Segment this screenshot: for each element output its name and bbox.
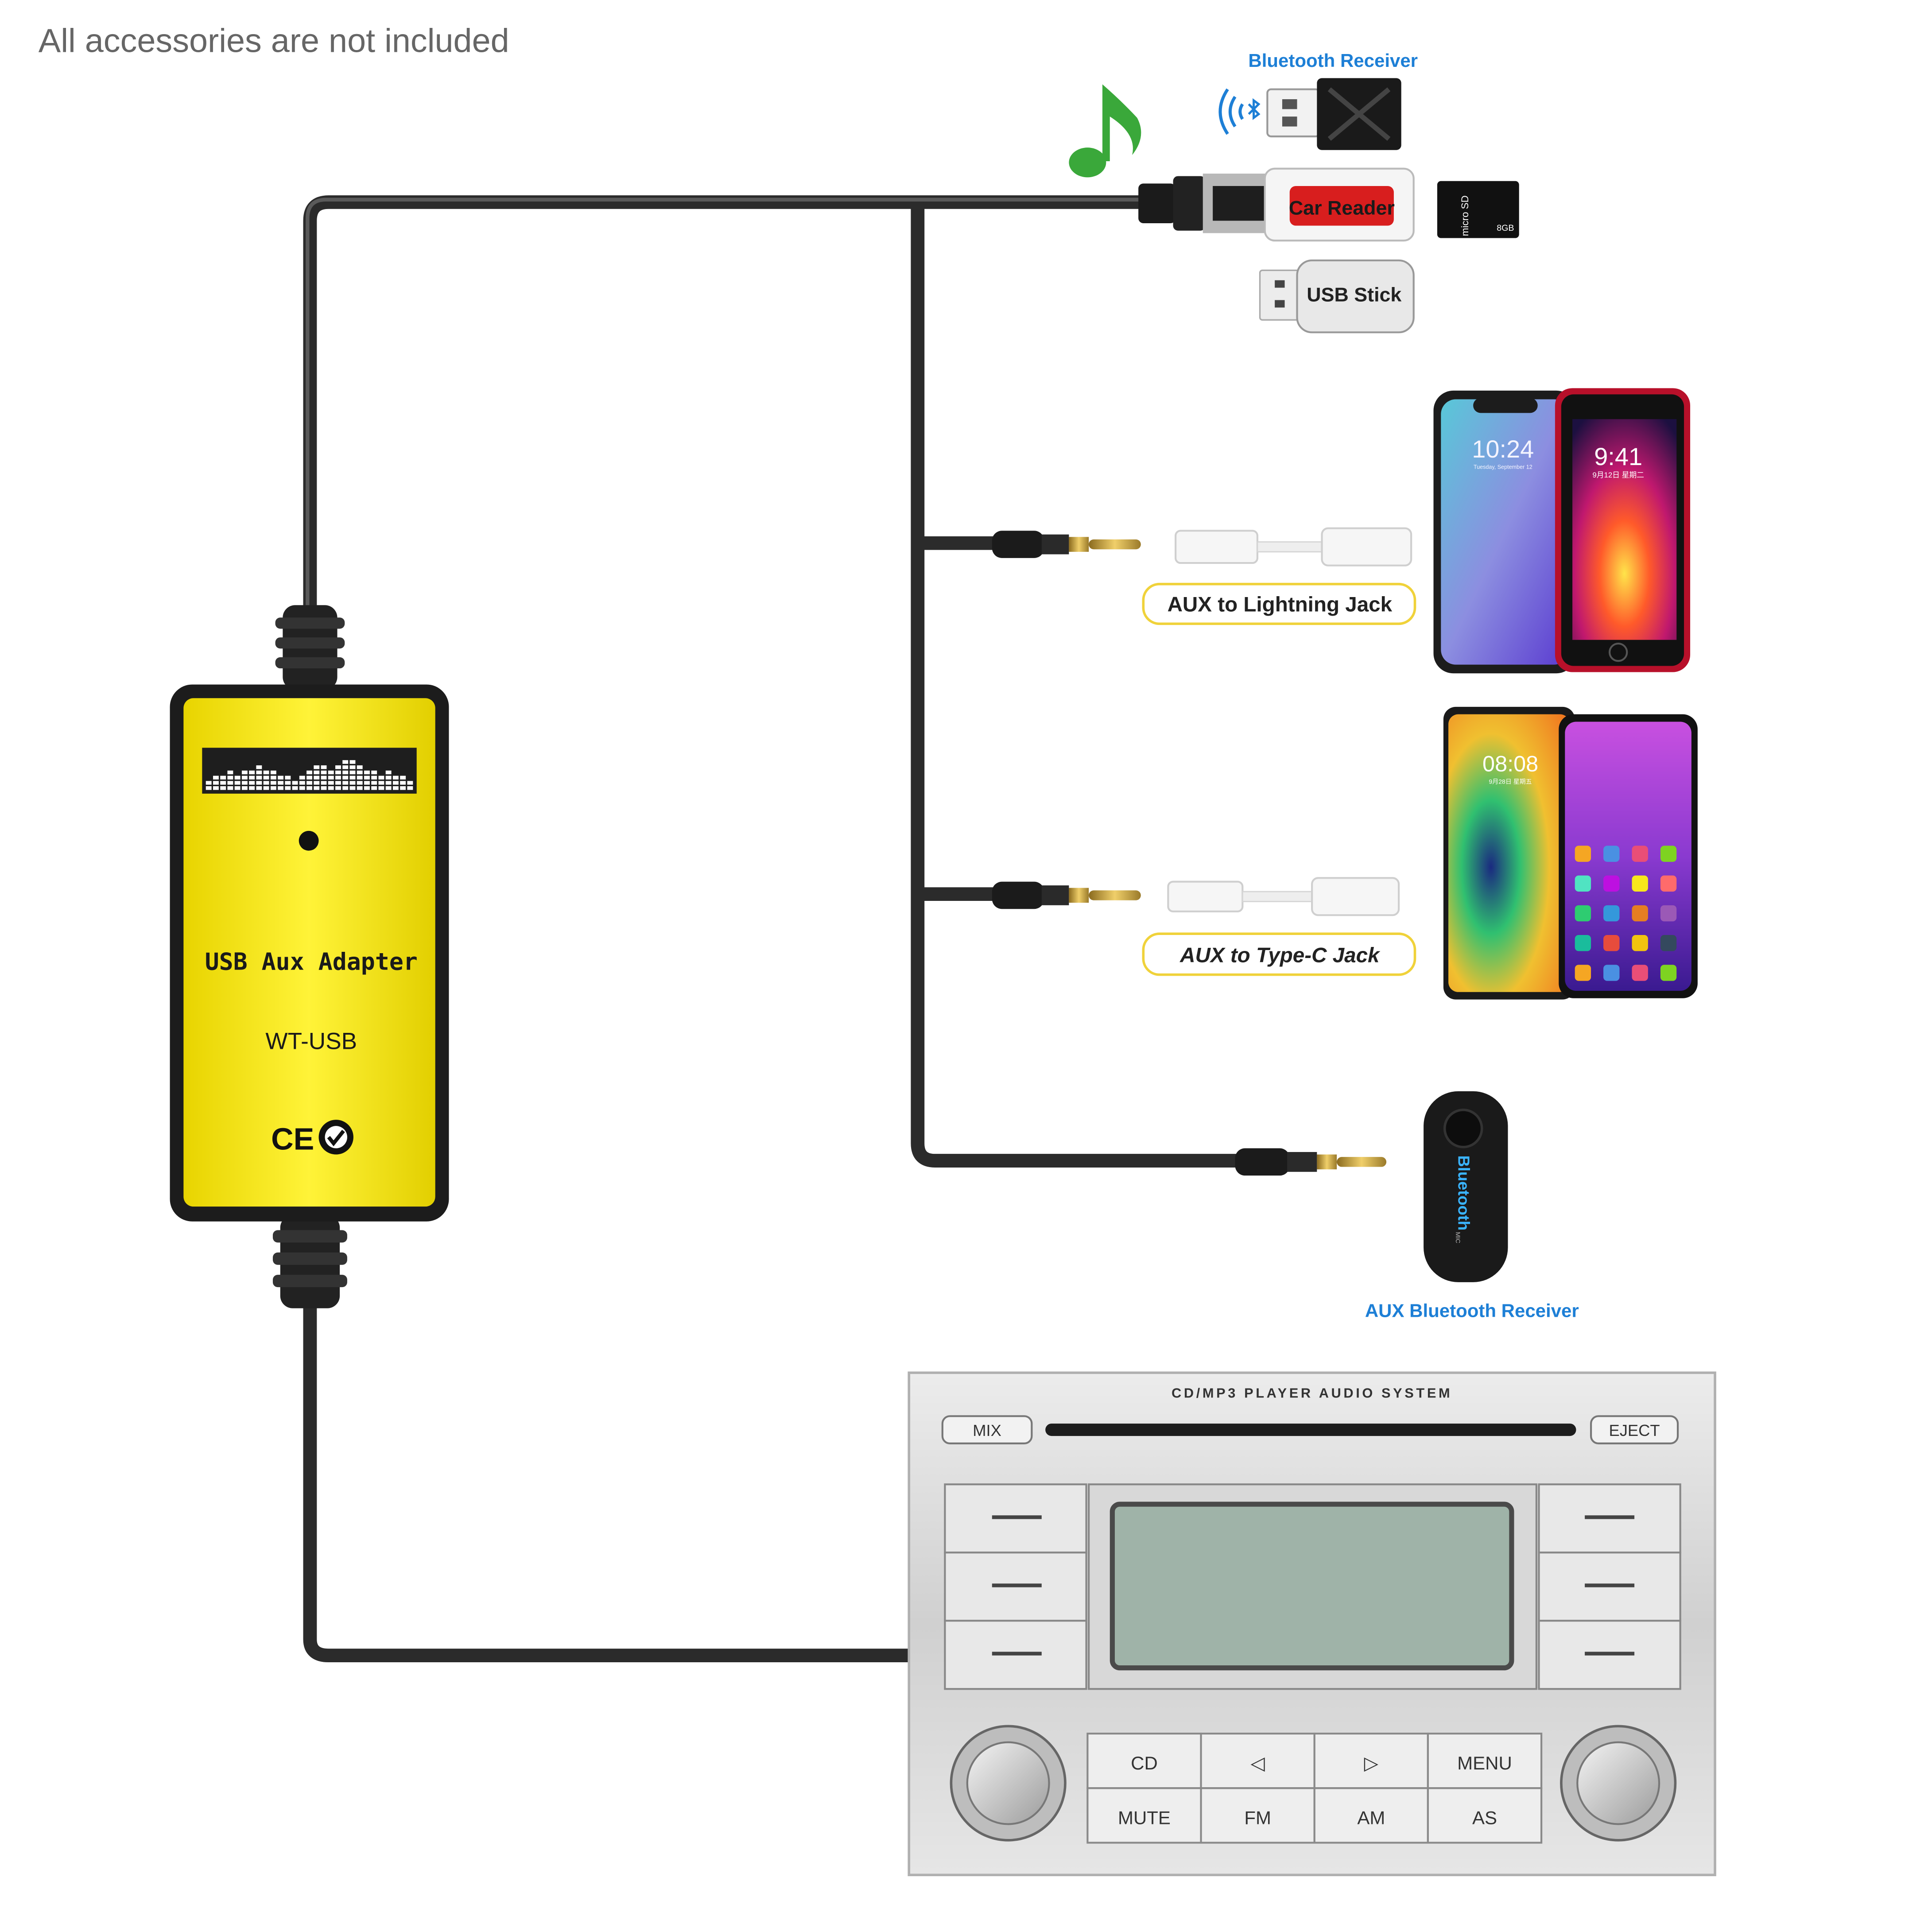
radio-panel-title: CD/MP3 PLAYER AUDIO SYSTEM bbox=[1172, 1385, 1452, 1401]
radio-button-3[interactable]: ▷ bbox=[1315, 1734, 1428, 1788]
aux-bluetooth-dongle: Bluetooth MIC bbox=[1424, 1091, 1508, 1282]
radio-button-label: CD bbox=[1131, 1753, 1158, 1773]
radio-button-1[interactable]: CD bbox=[1087, 1734, 1201, 1788]
radio-button-label: ▷ bbox=[1364, 1753, 1379, 1773]
radio-button-8[interactable]: AS bbox=[1428, 1788, 1541, 1843]
equalizer-display bbox=[202, 748, 416, 794]
typec-adapter bbox=[1168, 878, 1399, 915]
status-led bbox=[299, 831, 319, 851]
svg-text:9月12日 星期二: 9月12日 星期二 bbox=[1592, 471, 1644, 479]
radio-button-4[interactable]: MENU bbox=[1428, 1734, 1541, 1788]
radio-button-label: FM bbox=[1244, 1807, 1271, 1828]
radio-button-label: ◁ bbox=[1250, 1753, 1265, 1773]
svg-text:micro SD: micro SD bbox=[1459, 195, 1470, 236]
aux-jack-bluetooth bbox=[1235, 1148, 1387, 1176]
svg-text:08:08: 08:08 bbox=[1482, 751, 1538, 776]
card-reader-label: Car Reader bbox=[1289, 197, 1395, 219]
svg-text:Tuesday, September 12: Tuesday, September 12 bbox=[1474, 464, 1532, 470]
ce-mark-icon: CE bbox=[271, 1121, 314, 1156]
aux-bluetooth-label: AUX Bluetooth Receiver bbox=[1365, 1300, 1579, 1321]
strain-relief-bottom bbox=[273, 1215, 347, 1308]
usb-stick-label: USB Stick bbox=[1307, 283, 1401, 306]
preset-buttons-right bbox=[1539, 1484, 1680, 1689]
volume-knob[interactable] bbox=[951, 1726, 1065, 1840]
lightning-adapter bbox=[1175, 528, 1411, 566]
svg-text:8GB: 8GB bbox=[1497, 223, 1514, 233]
radio-button-7[interactable]: AM bbox=[1315, 1788, 1428, 1843]
microsd-card: micro SD 8GB bbox=[1437, 181, 1519, 238]
aux-jack-lightning bbox=[992, 531, 1141, 558]
rohs-check-icon bbox=[319, 1120, 353, 1154]
lightning-label: AUX to Lightning Jack bbox=[1168, 593, 1393, 616]
radio-button-2[interactable]: ◁ bbox=[1201, 1734, 1315, 1788]
xiaomi-phone bbox=[1559, 714, 1698, 998]
car-radio: CD/MP3 PLAYER AUDIO SYSTEM MIX EJECT bbox=[909, 1373, 1715, 1875]
aux-jack-typec bbox=[992, 882, 1141, 909]
adapter-model: WT-USB bbox=[265, 1028, 357, 1055]
bluetooth-usb-dongle bbox=[1267, 78, 1401, 150]
radio-button-label: AS bbox=[1472, 1807, 1497, 1828]
usb-plug bbox=[1138, 174, 1277, 233]
svg-text:MIC: MIC bbox=[1455, 1232, 1462, 1243]
disclaimer-text: All accessories are not included bbox=[39, 23, 509, 60]
adapter-title: USB Aux Adapter bbox=[205, 948, 418, 975]
radio-button-label: MENU bbox=[1457, 1753, 1512, 1773]
radio-button-label: MUTE bbox=[1118, 1807, 1171, 1828]
iphone-8: 9:41 9月12日 星期二 bbox=[1555, 388, 1690, 672]
svg-text:10:24: 10:24 bbox=[1472, 435, 1534, 463]
usb-stick: USB Stick bbox=[1260, 260, 1414, 332]
tune-knob[interactable] bbox=[1561, 1726, 1676, 1840]
huawei-phone: 08:08 9月28日 星期五 bbox=[1443, 707, 1575, 1000]
radio-button-6[interactable]: FM bbox=[1201, 1788, 1315, 1843]
preset-buttons-left bbox=[945, 1484, 1086, 1689]
typec-label: AUX to Type-C Jack bbox=[1179, 944, 1381, 967]
music-note-icon bbox=[1069, 84, 1141, 177]
bluetooth-icon bbox=[1220, 89, 1259, 134]
svg-text:9:41: 9:41 bbox=[1594, 442, 1642, 470]
svg-text:9月28日 星期五: 9月28日 星期五 bbox=[1489, 778, 1532, 785]
radio-button-5[interactable]: MUTE bbox=[1087, 1788, 1201, 1843]
iphone-x: 10:24 Tuesday, September 12 bbox=[1434, 391, 1576, 673]
cd-slot bbox=[1045, 1424, 1576, 1436]
radio-button-label: AM bbox=[1357, 1807, 1385, 1828]
radio-cable bbox=[310, 1302, 915, 1656]
aux-branch-cable bbox=[918, 206, 1240, 1161]
usb-aux-adapter: USB Aux Adapter WT-USB CE bbox=[170, 605, 449, 1308]
card-reader: Car Reader bbox=[1265, 169, 1414, 241]
strain-relief-top bbox=[275, 605, 345, 689]
lcd-screen bbox=[1112, 1504, 1512, 1668]
svg-text:Bluetooth: Bluetooth bbox=[1455, 1155, 1473, 1230]
svg-text:MIX: MIX bbox=[973, 1421, 1001, 1439]
function-buttons: CD ◁ ▷ MENU MUTE FM AM AS bbox=[1087, 1734, 1541, 1843]
svg-text:EJECT: EJECT bbox=[1609, 1421, 1660, 1439]
bluetooth-receiver-label: Bluetooth Receiver bbox=[1248, 50, 1418, 71]
